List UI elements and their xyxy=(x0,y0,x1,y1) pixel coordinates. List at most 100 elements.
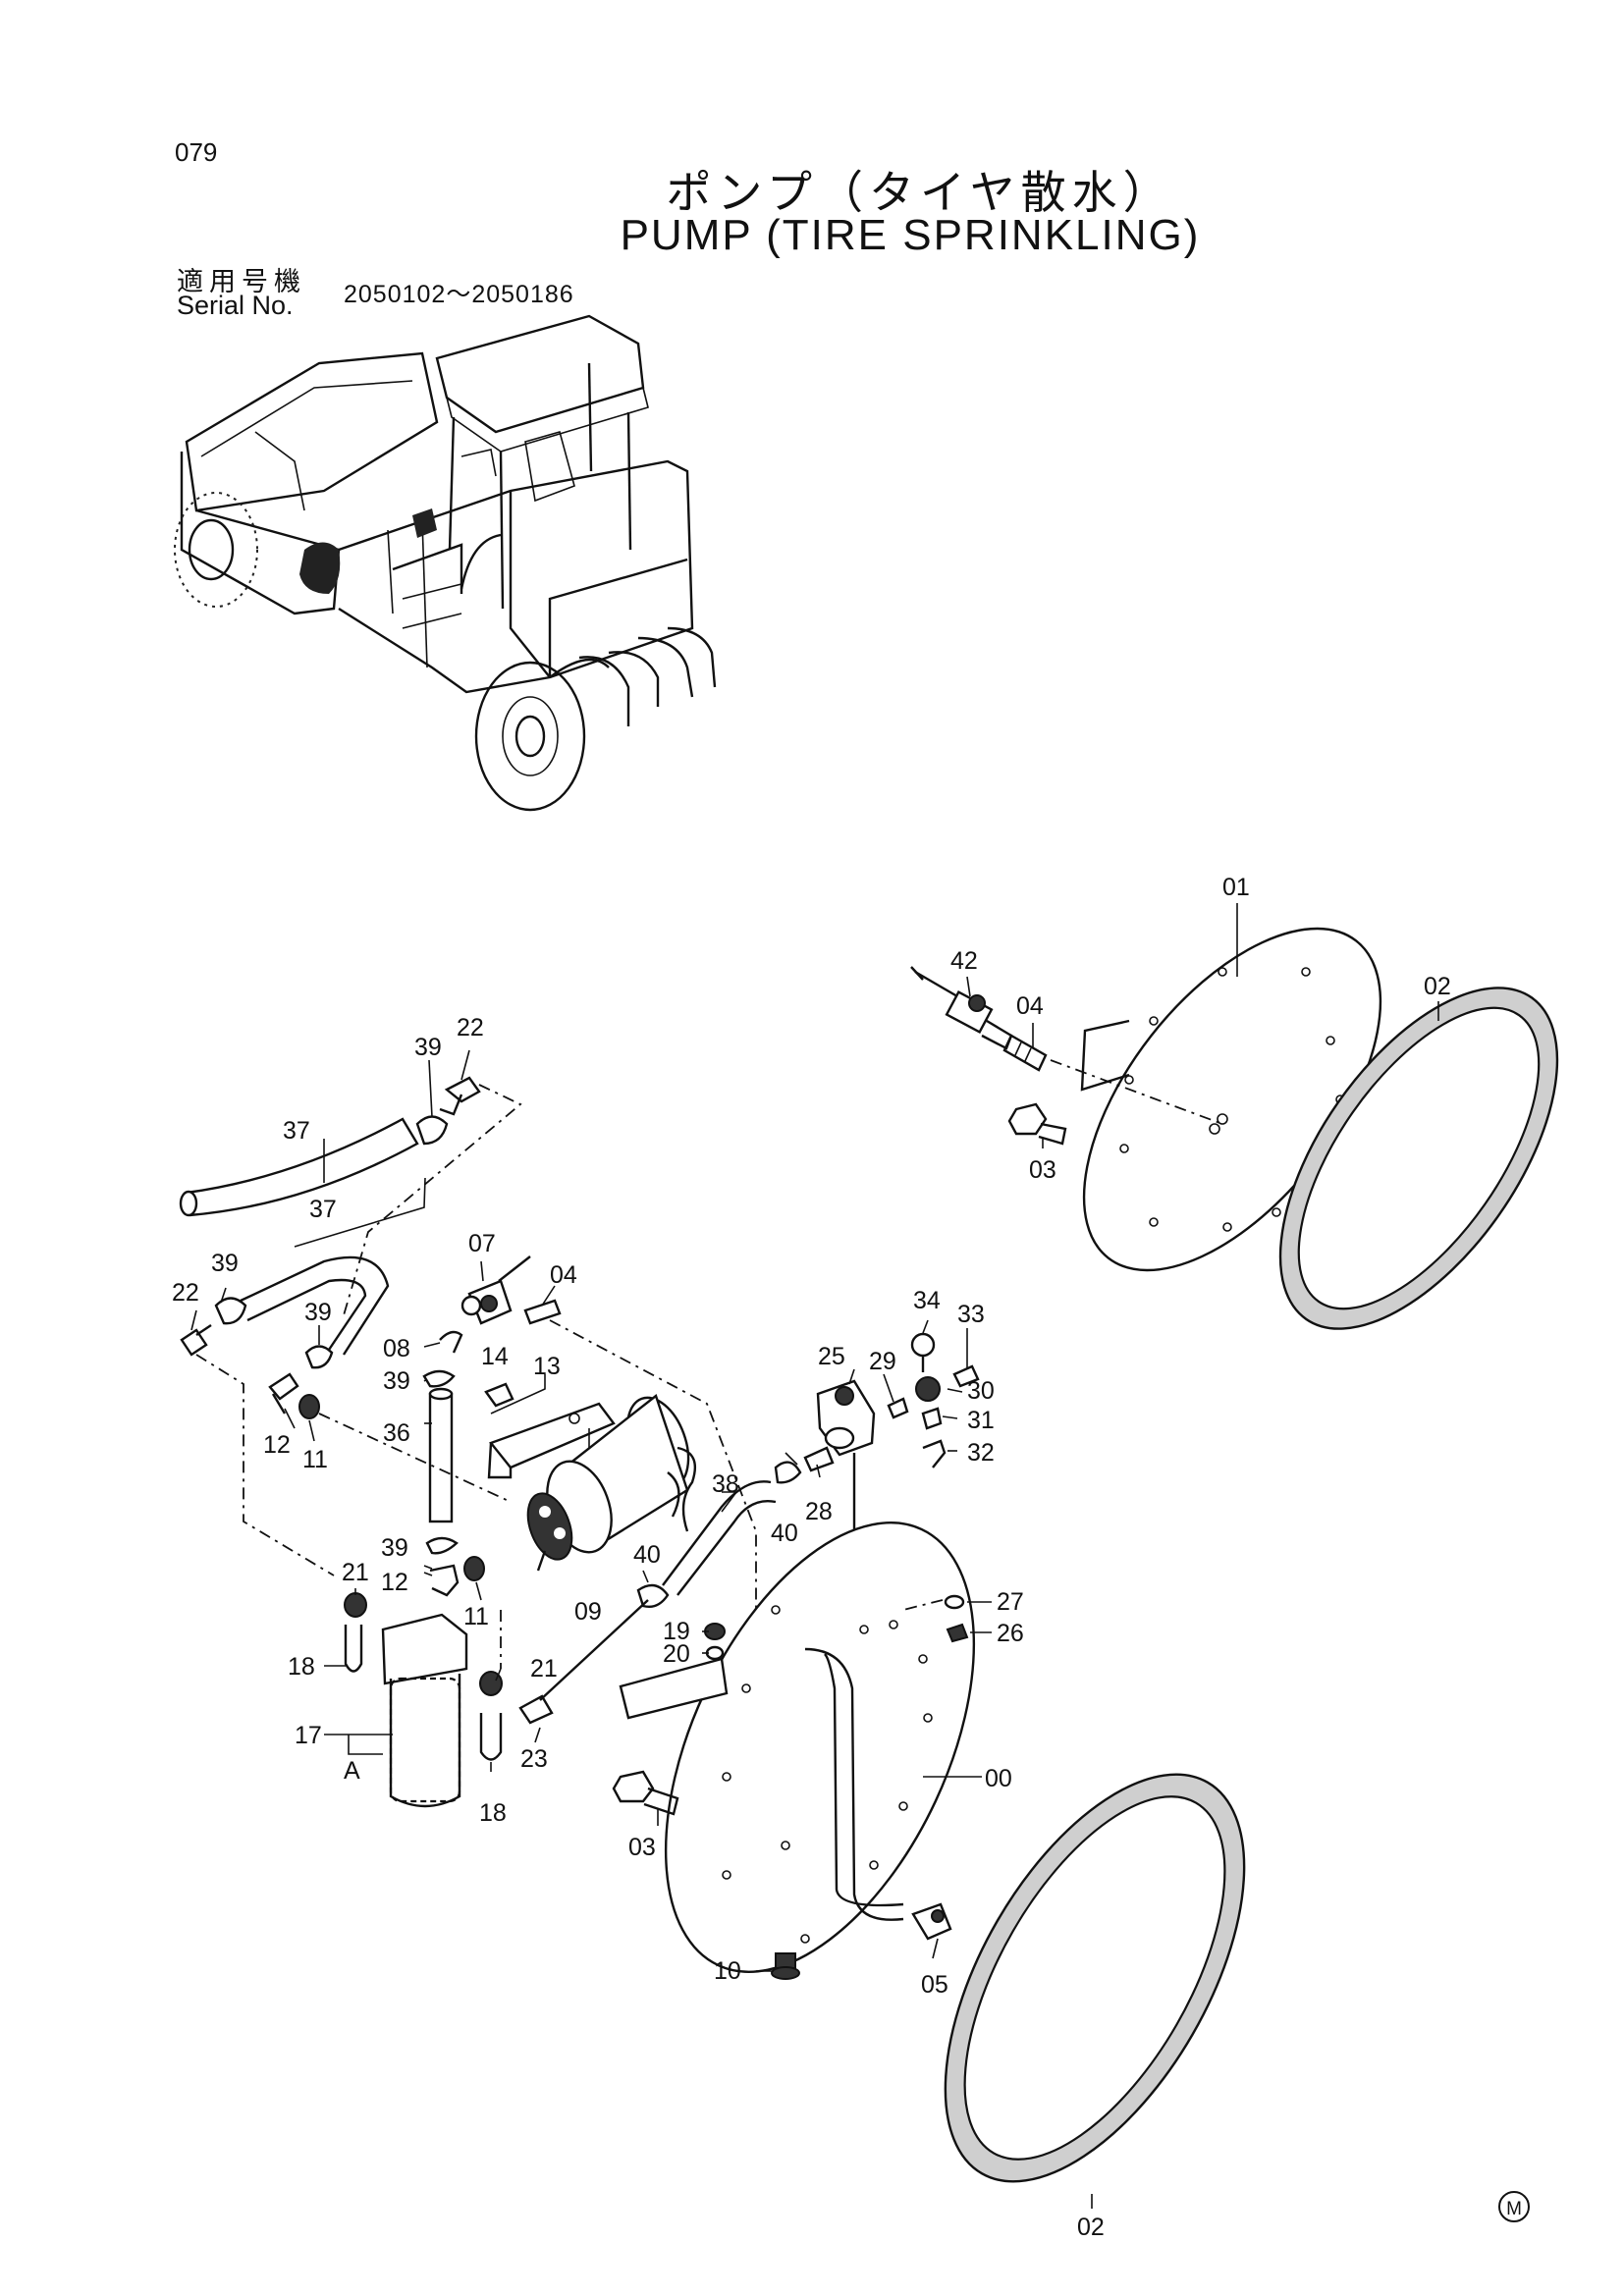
elbow-08 xyxy=(439,1330,463,1354)
label-08: 08 xyxy=(383,1335,410,1362)
serial-range: 2050102～2050186 xyxy=(344,281,574,308)
centerline-22-left xyxy=(195,1354,335,1576)
clamp-39-lower xyxy=(425,1536,459,1555)
elbow-05 xyxy=(911,1902,952,1941)
label-03-top: 03 xyxy=(1029,1156,1056,1184)
nipple-11-upper xyxy=(298,1394,320,1419)
water-filter-17 xyxy=(381,1613,468,1808)
label-18-right: 18 xyxy=(479,1799,507,1827)
fitting-21-left xyxy=(344,1592,367,1618)
label-17: 17 xyxy=(295,1722,322,1749)
label-13: 13 xyxy=(533,1353,561,1380)
u-hose-18-right xyxy=(479,1713,503,1761)
label-22-top: 22 xyxy=(457,1014,484,1041)
hose-38 xyxy=(662,1480,777,1596)
label-38: 38 xyxy=(712,1470,739,1498)
fitting-32 xyxy=(922,1439,947,1468)
drain-cock-42 xyxy=(910,966,1013,1050)
label-39-pump: 39 xyxy=(383,1367,410,1395)
line-23-40 xyxy=(539,1599,649,1701)
clamp-39-top xyxy=(415,1115,449,1146)
leader-lines xyxy=(190,903,1439,2209)
centerline-11-upper xyxy=(318,1413,512,1503)
elbow-22-top xyxy=(439,1076,481,1116)
label-21-left: 21 xyxy=(342,1559,369,1586)
label-40-lower: 40 xyxy=(633,1541,661,1569)
gasket-02-bottom xyxy=(944,1773,1246,2183)
title-english: PUMP (TIRE SPRINKLING) xyxy=(620,211,1201,259)
elbow-22-left xyxy=(180,1324,212,1357)
label-07: 07 xyxy=(468,1230,496,1257)
label-04-mid: 04 xyxy=(550,1261,577,1289)
hose-37-loop xyxy=(240,1255,390,1356)
label-02-top: 02 xyxy=(1424,973,1451,1000)
label-32: 32 xyxy=(967,1439,995,1467)
label-03-bottom: 03 xyxy=(628,1834,656,1861)
label-12-upper: 12 xyxy=(263,1431,291,1459)
drain-plug-10 xyxy=(771,1952,800,1980)
clamp-40-upper xyxy=(774,1461,802,1484)
label-22-left: 22 xyxy=(172,1279,199,1307)
label-12-lower: 12 xyxy=(381,1569,408,1596)
centerline-27 xyxy=(902,1599,944,1611)
label-18-left: 18 xyxy=(288,1653,315,1681)
label-00: 00 xyxy=(985,1765,1012,1792)
label-40-upper: 40 xyxy=(771,1520,798,1547)
gasket-02-top xyxy=(1278,987,1559,1330)
u-hose-18-left xyxy=(344,1625,363,1673)
tank-cover-00 xyxy=(664,1522,976,1973)
label-28: 28 xyxy=(805,1498,833,1525)
gauge-34 xyxy=(910,1332,936,1372)
hose-37-upper xyxy=(179,1117,419,1217)
label-42: 42 xyxy=(950,947,978,975)
label-14: 14 xyxy=(481,1343,509,1370)
clamp-40-lower xyxy=(636,1583,670,1609)
pump-09 xyxy=(526,1394,697,1572)
label-33: 33 xyxy=(957,1301,985,1328)
label-39-top: 39 xyxy=(414,1034,442,1061)
title-japanese: ポンプ（タイヤ散水） xyxy=(666,166,1174,219)
label-21-right: 21 xyxy=(530,1655,558,1682)
label-20: 20 xyxy=(663,1640,690,1668)
label-10: 10 xyxy=(714,1957,741,1985)
washer-20 xyxy=(705,1645,725,1661)
label-25: 25 xyxy=(818,1343,845,1370)
solenoid-valve-25 xyxy=(816,1379,876,1457)
label-37-loop: 37 xyxy=(309,1196,337,1223)
label-39-mid: 39 xyxy=(304,1299,332,1326)
label-01: 01 xyxy=(1222,874,1250,901)
centerline-04-mid xyxy=(549,1319,757,1610)
hose-fitting-04-top xyxy=(1002,1034,1048,1072)
nipple-14 xyxy=(484,1382,514,1408)
centerline-cock xyxy=(1050,1059,1223,1125)
label-30: 30 xyxy=(967,1377,995,1405)
label-11-upper: 11 xyxy=(302,1446,328,1473)
label-02-bottom: 02 xyxy=(1077,2214,1105,2241)
elbow-12-lower xyxy=(429,1564,460,1597)
label-37-top: 37 xyxy=(283,1117,310,1145)
m-mark: M xyxy=(1498,2191,1530,2222)
label-27: 27 xyxy=(997,1588,1024,1616)
label-36: 36 xyxy=(383,1419,410,1447)
machine-overview-illustration xyxy=(174,314,717,812)
label-26: 26 xyxy=(997,1620,1024,1647)
clamp-39-left xyxy=(214,1297,247,1325)
label-34: 34 xyxy=(913,1287,941,1314)
label-05: 05 xyxy=(921,1971,948,1999)
clamp-39-pump xyxy=(422,1369,456,1388)
hose-fitting-04-mid xyxy=(523,1299,562,1325)
elbow-12-upper xyxy=(268,1372,299,1415)
hose-36 xyxy=(428,1387,454,1523)
label-31: 31 xyxy=(967,1407,995,1434)
three-way-valve-07 xyxy=(460,1255,531,1325)
m-mark-letter: M xyxy=(1506,2199,1522,2219)
fitting-31 xyxy=(921,1407,943,1430)
label-39-left: 39 xyxy=(211,1250,239,1277)
bolt-03-bottom xyxy=(612,1770,679,1816)
tee-30 xyxy=(915,1376,941,1402)
centerline-22-top xyxy=(343,1084,522,1316)
bracket-20 xyxy=(619,1657,729,1720)
label-04-top: 04 xyxy=(1016,992,1044,1020)
fitting-28 xyxy=(803,1446,835,1472)
label-a: A xyxy=(344,1757,360,1785)
